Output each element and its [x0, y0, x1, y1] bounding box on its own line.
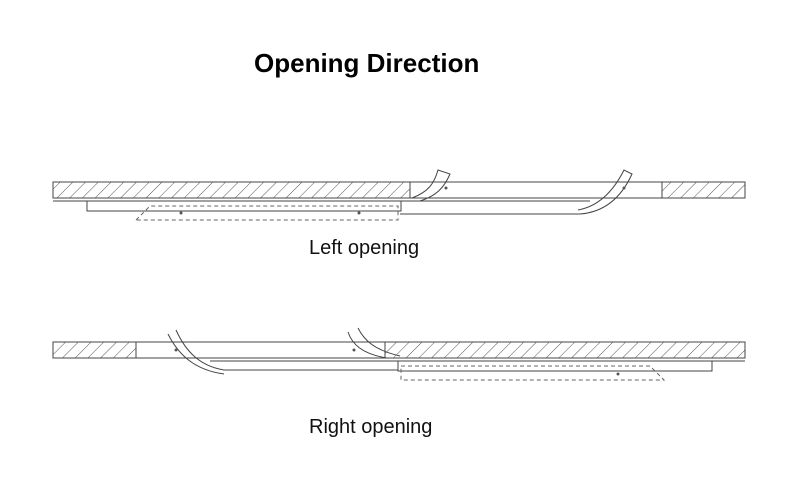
ghost-pin-2: [357, 211, 361, 215]
door-panel: [397, 360, 713, 372]
ghost-pin-1: [616, 372, 620, 376]
left-door-opening: [410, 181, 663, 199]
track-pin-1: [444, 186, 448, 190]
page-title: Opening Direction: [254, 48, 480, 78]
door-panel: [86, 200, 402, 212]
right-opening-caption: Right opening: [309, 416, 433, 438]
track-pin-2: [352, 348, 356, 352]
right-wall-section: [661, 181, 746, 199]
open-door-ghost: [400, 365, 666, 381]
track-curve-left: [411, 169, 451, 202]
track-curve-right: [400, 169, 633, 215]
track-pin-1: [174, 348, 178, 352]
left-wall-section: [52, 181, 411, 199]
track-curve-left: [167, 329, 398, 375]
right-opening-diagram: [52, 327, 746, 381]
track-pin-2: [622, 186, 626, 190]
right-door-opening: [136, 341, 385, 359]
left-opening-caption: Left opening: [309, 237, 420, 259]
ghost-pin-1: [179, 211, 183, 215]
track-curve-right: [347, 327, 401, 359]
right-wall-section: [384, 341, 746, 359]
left-opening-diagram: [52, 169, 746, 221]
left-wall-section: [52, 341, 137, 359]
open-door-ghost: [134, 205, 399, 221]
